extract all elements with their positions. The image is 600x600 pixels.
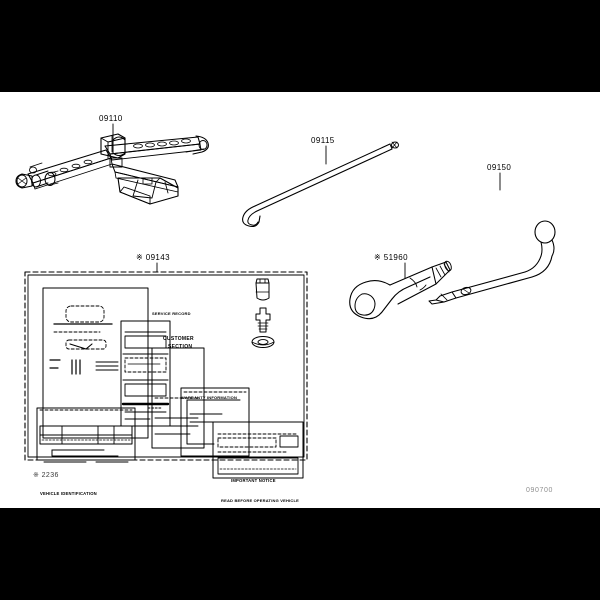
part-wheel-wrench — [428, 172, 556, 305]
part-jack-handle — [242, 141, 399, 228]
document-text-alert-header: IMPORTANT NOTICE — [231, 478, 276, 483]
part-towing-hook — [349, 260, 452, 320]
footnote-label: ※ 2236 — [33, 472, 59, 479]
document-text-doc-b-header: SERVICE RECORD — [152, 311, 191, 316]
document-text-doc-a-header: WARRANTY INFORMATION — [181, 395, 238, 400]
drawing-canvas: 09110 09115 09150 ※ 09143 ※ 51960 ※ 2236… — [0, 92, 600, 508]
part-label-09115: 09115 — [311, 136, 335, 145]
document-text-customer-line1: CUSTOMER — [163, 336, 194, 342]
part-label-09143: ※ 09143 — [136, 253, 170, 262]
small-hardware-parts — [251, 278, 275, 348]
part-label-51960: ※ 51960 — [374, 253, 408, 262]
diagram-code-label: 090700 — [526, 487, 553, 494]
document-text-alert-subheader: READ BEFORE OPERATING VEHICLE — [221, 498, 299, 503]
parts-illustration-svg — [15, 123, 556, 479]
document-text-vehicle-header: VEHICLE IDENTIFICATION — [40, 491, 97, 496]
part-manual-set — [24, 262, 308, 479]
document-text-customer-line2: SECTION — [168, 344, 193, 350]
part-scissor-jack — [15, 123, 209, 205]
part-label-09110: 09110 — [99, 114, 123, 123]
part-label-09150: 09150 — [487, 163, 512, 172]
